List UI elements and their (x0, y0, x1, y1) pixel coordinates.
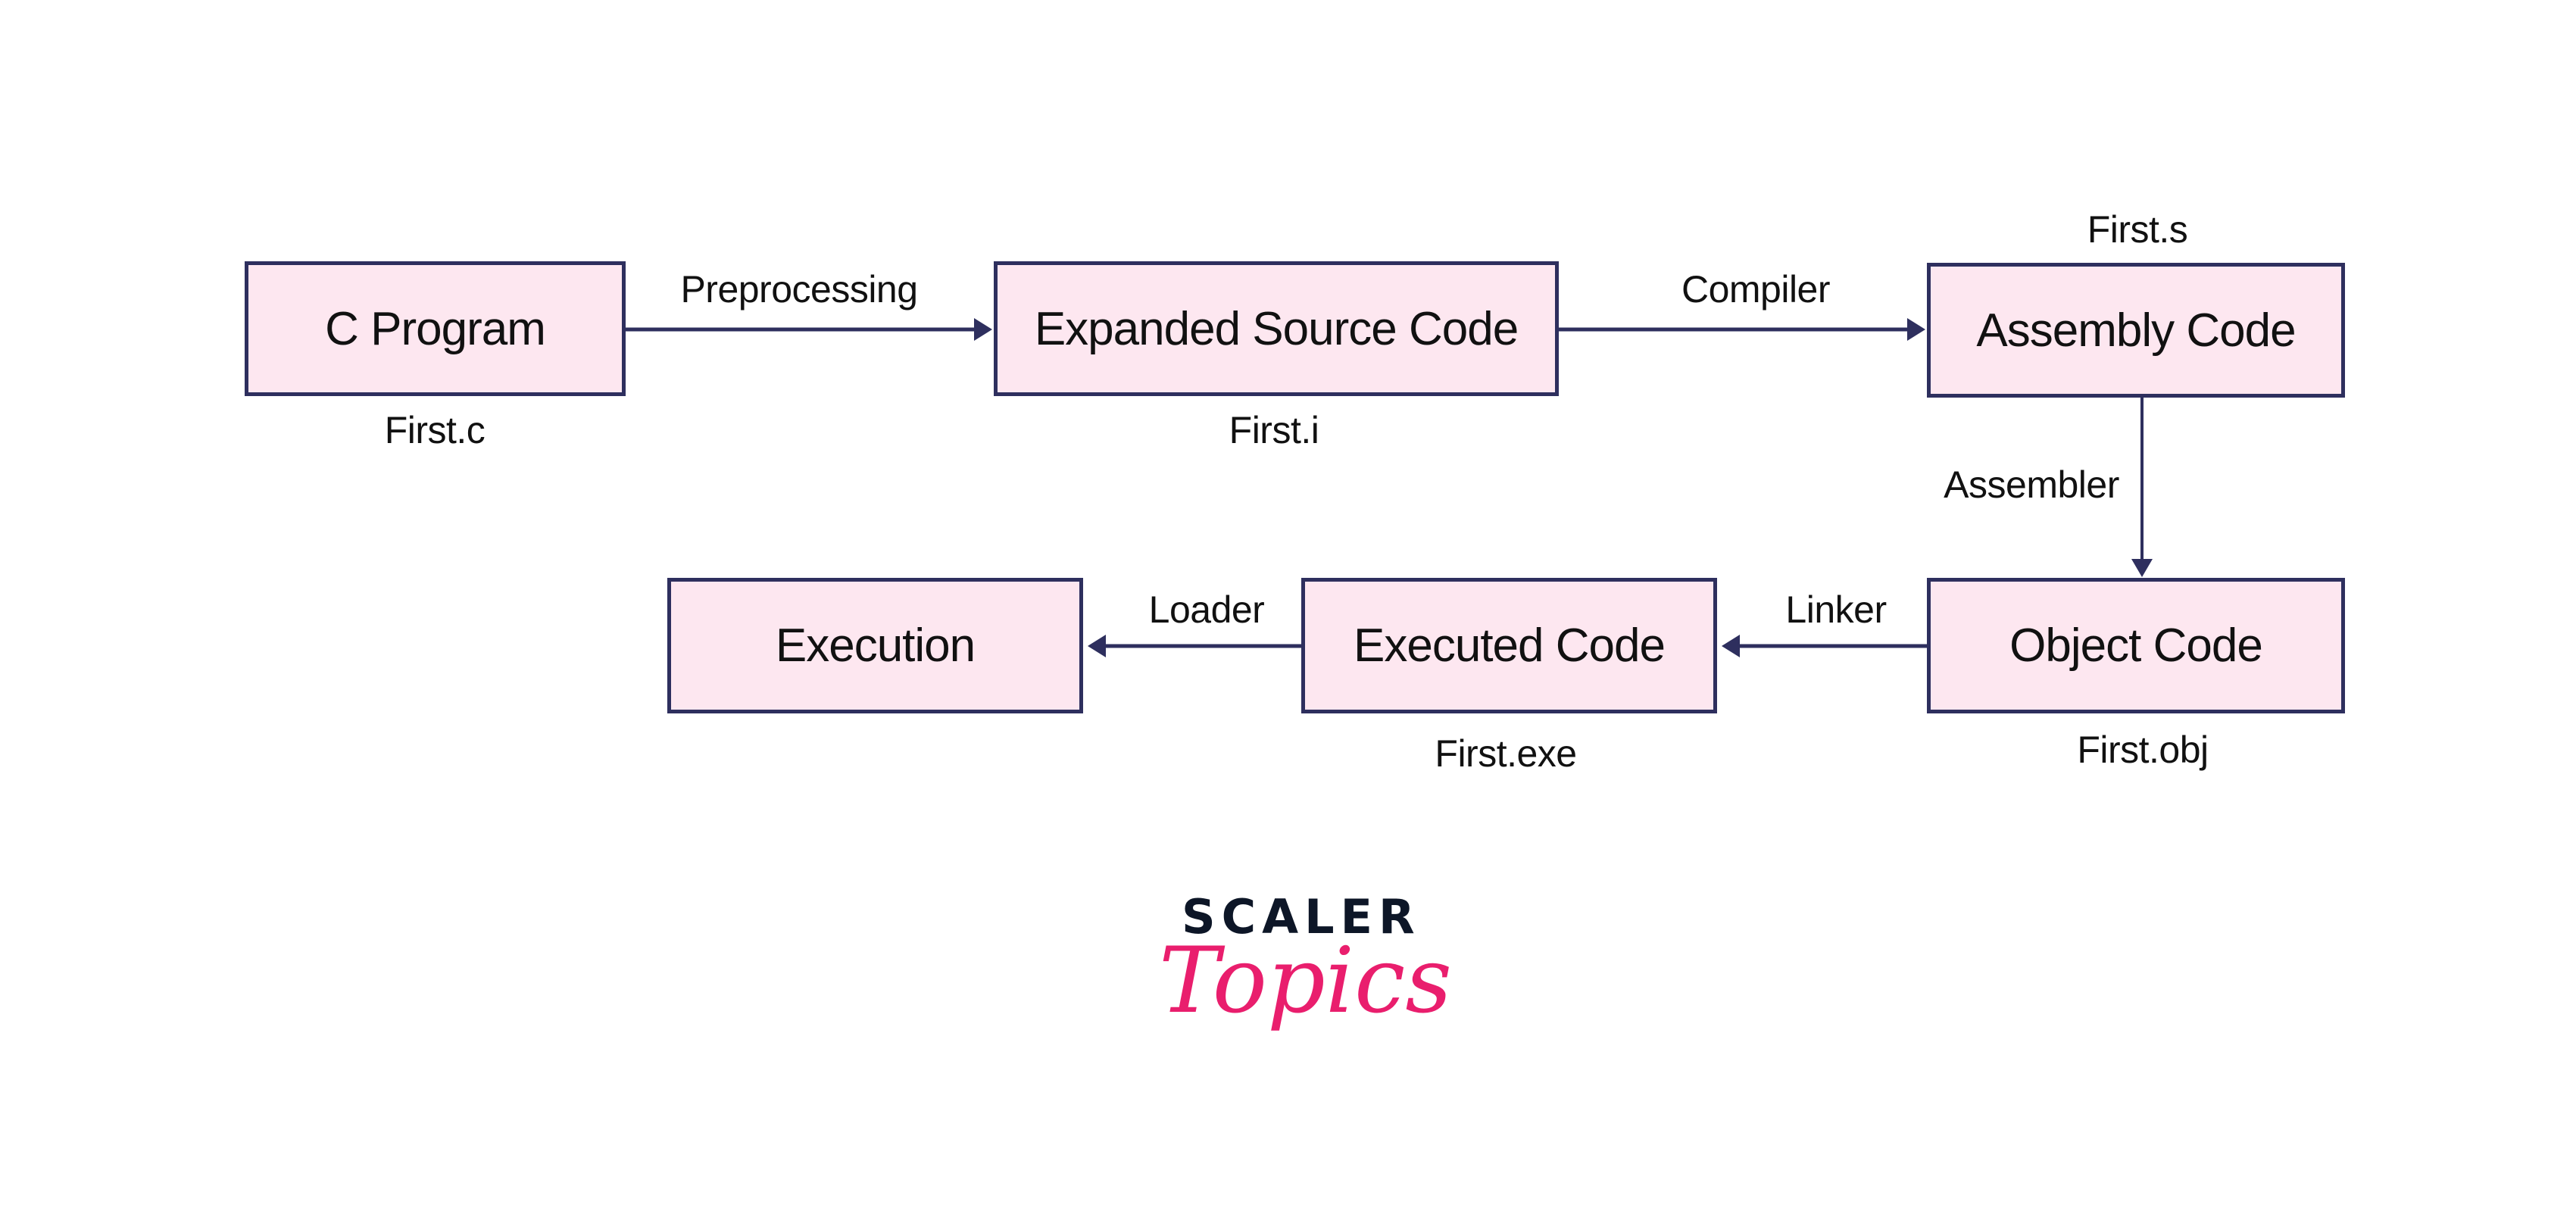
node-label: Object Code (2009, 620, 2263, 672)
node-object-code: Object Code (1927, 578, 2345, 713)
edge-label-assembler: Assembler (1944, 463, 2119, 506)
file-label-first-obj: First.obj (2077, 729, 2209, 771)
arrowhead-linker (1722, 635, 1740, 657)
file-label-first-c: First.c (384, 409, 486, 451)
edge-label-linker: Linker (1785, 588, 1887, 631)
arrowhead-assembler (2131, 559, 2153, 577)
logo-wordmark-topics: Topics (1159, 929, 1452, 1034)
node-label: Executed Code (1354, 620, 1666, 672)
node-assembly-code: Assembly Code (1927, 263, 2345, 398)
node-executed-code: Executed Code (1301, 578, 1717, 713)
file-label-first-s: First.s (2087, 208, 2188, 251)
arrowhead-loader (1088, 635, 1106, 657)
scaler-topics-logo: SCALER Topics (1159, 889, 1452, 1027)
edge-label-compiler: Compiler (1681, 268, 1831, 311)
file-label-first-exe: First.exe (1435, 732, 1577, 775)
edge-label-preprocessing: Preprocessing (680, 268, 918, 311)
arrowhead-preprocessing (974, 318, 992, 341)
node-execution: Execution (667, 578, 1083, 713)
arrowhead-compiler (1907, 318, 1925, 341)
file-label-first-i: First.i (1229, 409, 1319, 451)
node-c-program: C Program (245, 261, 626, 396)
node-expanded-source-code: Expanded Source Code (994, 261, 1559, 396)
node-label: Assembly Code (1976, 304, 2296, 357)
node-label: Expanded Source Code (1034, 302, 1519, 355)
logo-wordmark-scaler: SCALER (1182, 889, 1421, 944)
node-label: Execution (775, 620, 976, 672)
edge-label-loader: Loader (1148, 588, 1265, 631)
node-label: C Program (325, 302, 546, 355)
